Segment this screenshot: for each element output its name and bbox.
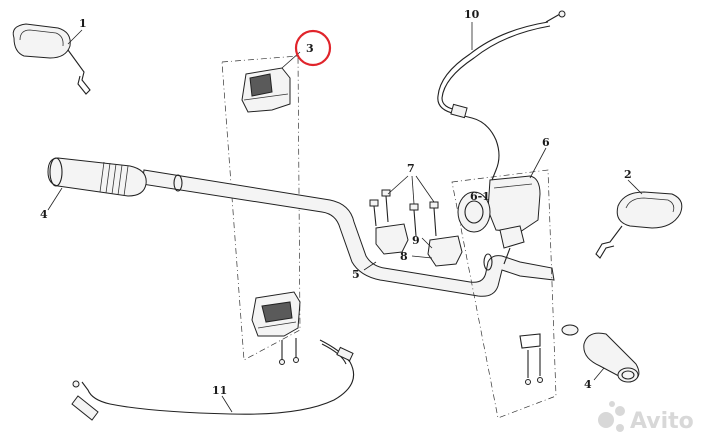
mirror-left [12, 23, 91, 95]
leader-2 [627, 179, 643, 195]
avito-logo-icon [598, 401, 625, 432]
part-label-8: 8 [400, 250, 408, 263]
leader-4a [47, 187, 63, 211]
leader-1 [67, 29, 83, 45]
leader-5 [363, 261, 377, 271]
part-label-4a: 4 [40, 208, 48, 221]
part-label-3: 3 [306, 42, 314, 55]
part-label-4b: 4 [584, 378, 592, 391]
choke-cable-lower [71, 339, 355, 421]
brake-master-cylinder-assembly [451, 169, 557, 419]
watermark: Avito [598, 401, 694, 434]
leader-4b [593, 367, 605, 381]
leader-7 [387, 175, 435, 205]
part-label-5: 5 [352, 268, 360, 281]
left-switch-assembly [221, 55, 301, 365]
leader-8 [411, 255, 433, 259]
part-label-11: 11 [212, 384, 227, 397]
throttle-cable-upper [437, 10, 566, 181]
mirror-right [595, 191, 683, 259]
part-label-2: 2 [624, 168, 632, 181]
highlight-circle [294, 29, 332, 67]
part-label-6: 6 [542, 136, 550, 149]
left-grip [47, 157, 147, 197]
part-label-7: 7 [407, 162, 415, 175]
part-label-6-1: 6-1 [470, 190, 490, 203]
watermark-text: Avito [630, 409, 694, 434]
leader-9 [421, 237, 433, 249]
right-grip [561, 324, 640, 383]
part-label-10: 10 [464, 8, 480, 21]
part-label-1: 1 [79, 17, 87, 30]
part-label-9: 9 [412, 234, 420, 247]
handlebar-clamps [369, 189, 463, 267]
leader-6 [529, 147, 547, 179]
leader-11 [221, 395, 233, 413]
handlebar [141, 169, 555, 297]
